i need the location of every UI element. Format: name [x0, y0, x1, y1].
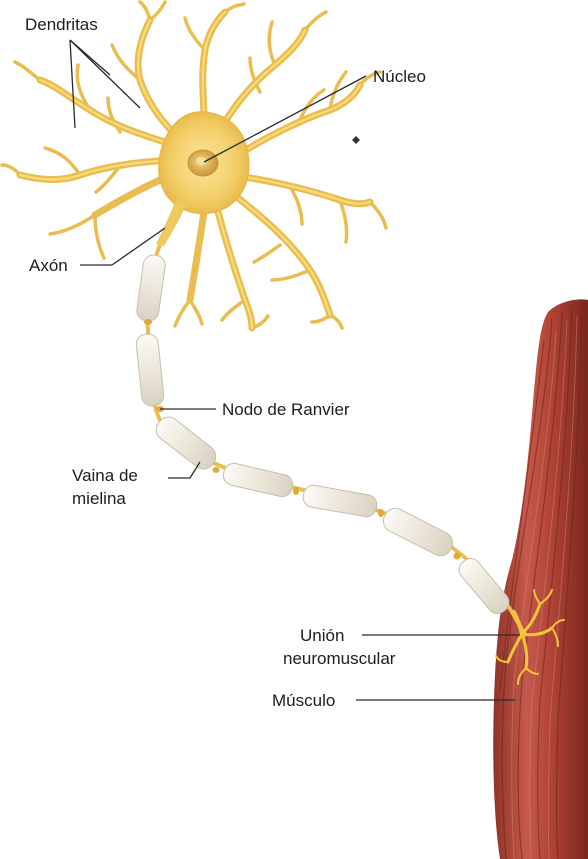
label-axon: Axón	[29, 256, 68, 275]
label-union-line2: neuromuscular	[283, 649, 396, 668]
label-vaina-line2: mielina	[72, 489, 126, 508]
label-union-line1: Unión	[300, 626, 344, 645]
label-nucleo: Núcleo	[373, 67, 426, 86]
label-vaina-line1: Vaina de	[72, 466, 138, 485]
leader-lines	[70, 40, 520, 700]
label-nodo-ranvier: Nodo de Ranvier	[222, 400, 350, 419]
label-musculo: Músculo	[272, 691, 335, 710]
label-dendritas: Dendritas	[25, 15, 98, 34]
muscle	[493, 299, 588, 859]
